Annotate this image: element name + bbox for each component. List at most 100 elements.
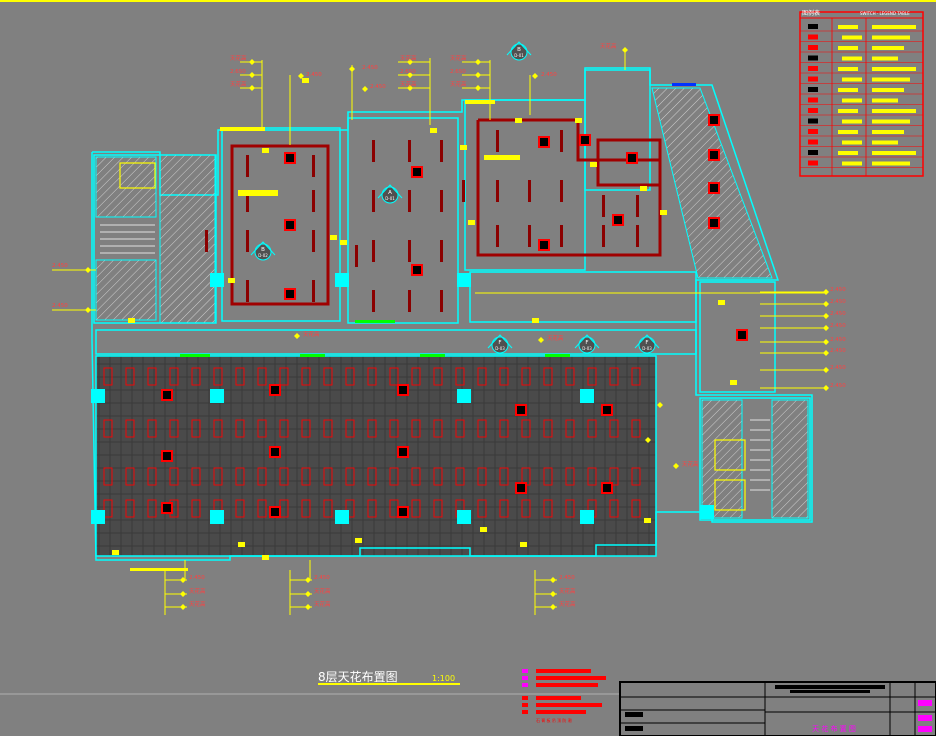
legend-note — [872, 46, 904, 50]
legend-symbol — [808, 108, 818, 113]
downlight-core — [271, 448, 279, 456]
downlight — [397, 446, 409, 458]
leader-diamond — [823, 289, 829, 295]
downlight — [161, 450, 173, 462]
light-strip — [312, 230, 315, 252]
note-line — [536, 703, 602, 707]
downlight-core — [517, 484, 525, 492]
wall-mark — [515, 118, 522, 123]
tag-circle — [254, 243, 272, 261]
light-strip — [408, 290, 411, 312]
legend-note — [872, 98, 898, 103]
tag-code: D-03 — [642, 346, 652, 351]
leader-diamond — [85, 267, 91, 273]
downlight-core — [286, 290, 294, 298]
section-tag: BD-02 — [250, 241, 276, 261]
notes-block: 石 膏 板 吊 顶 防 潮 — [522, 669, 606, 723]
leader-diamond — [305, 604, 311, 610]
light-strips — [205, 130, 639, 312]
grid-fixture — [389, 467, 399, 486]
tag-arrow — [574, 334, 600, 349]
wall-mark — [302, 78, 309, 83]
downlight — [411, 166, 423, 178]
tag-letter: F — [498, 340, 501, 346]
elevation-label: 2.450 — [314, 575, 330, 581]
grid-fixture — [521, 367, 531, 386]
leader-diamond — [407, 72, 413, 78]
legend-note — [872, 130, 904, 134]
elevation-label: 天花高 — [314, 600, 331, 608]
leader-diamond — [622, 47, 628, 53]
grid-fixture — [477, 467, 487, 486]
legend-note — [872, 56, 898, 61]
leader-diamond — [823, 385, 829, 391]
legend-desc — [842, 98, 862, 103]
grid-fixture — [279, 367, 289, 386]
downlight-core — [163, 452, 171, 460]
light-strip — [636, 195, 639, 217]
leader-diamond — [475, 85, 481, 91]
legend-desc — [842, 161, 862, 166]
downlight-core — [286, 221, 294, 229]
note-line — [536, 669, 591, 673]
legend-note — [872, 35, 910, 40]
tag-arrow — [377, 184, 403, 199]
elevation-label: 2.450 — [830, 365, 846, 371]
legend-symbol — [808, 76, 818, 82]
leader-diamond — [249, 85, 255, 91]
legend-title: 图例表 — [802, 9, 820, 17]
legend-symbol — [808, 45, 818, 50]
grid-fixture — [323, 367, 333, 386]
legend-symbol — [808, 66, 818, 71]
light-strip — [602, 195, 605, 217]
drawing-title: 8层天花布置图 — [318, 669, 398, 684]
elevation-label: 2.450 — [830, 299, 846, 305]
elevation-label: 2.650 — [230, 69, 246, 75]
grid-fixture — [147, 367, 157, 386]
downlight — [269, 506, 281, 518]
grid-fixture — [411, 419, 421, 438]
wall-marks — [112, 78, 737, 560]
leader-diamond — [532, 73, 538, 79]
light-strip — [372, 290, 375, 312]
wall-mark — [532, 318, 539, 323]
grid-fixture — [125, 367, 135, 386]
title-block-label: 天 花 布 置 图 — [812, 724, 856, 733]
grid-fixture — [433, 467, 443, 486]
leader-diamond — [673, 463, 679, 469]
elevation-label: 天花高 — [559, 600, 576, 608]
wall-mark — [238, 542, 245, 547]
room-ceiling-frames — [230, 118, 662, 306]
elevation-label: 2.450 — [830, 383, 846, 389]
note-bullet — [522, 676, 528, 680]
tag-circle — [578, 336, 596, 354]
legend-note — [872, 25, 916, 29]
grid-fixture — [235, 367, 245, 386]
light-strip — [496, 180, 499, 202]
wall-mark — [575, 118, 582, 123]
legend-note — [872, 109, 916, 113]
light-strip — [440, 140, 443, 162]
light-strip — [560, 130, 563, 152]
grid-ceiling-area — [95, 355, 657, 557]
grid-fixture — [103, 467, 113, 486]
grid-fixture — [301, 367, 311, 386]
grid-fixture — [235, 419, 245, 438]
grid-fixture — [565, 499, 575, 518]
grid-fixture — [235, 467, 245, 486]
legend-symbol — [808, 34, 818, 40]
downlight — [515, 404, 527, 416]
legend-symbol — [808, 24, 818, 29]
hatched-cores — [95, 87, 809, 519]
wall-mark — [112, 550, 119, 555]
legend-note — [872, 88, 904, 92]
leader-diamond — [550, 591, 556, 597]
grid-fixture — [631, 467, 641, 486]
grid-fixture — [499, 499, 509, 518]
elevation-label: 2.450 — [830, 323, 846, 329]
light-strip — [560, 180, 563, 202]
grid-fixture — [213, 367, 223, 386]
downlight — [601, 404, 613, 416]
legend-desc — [838, 88, 858, 92]
